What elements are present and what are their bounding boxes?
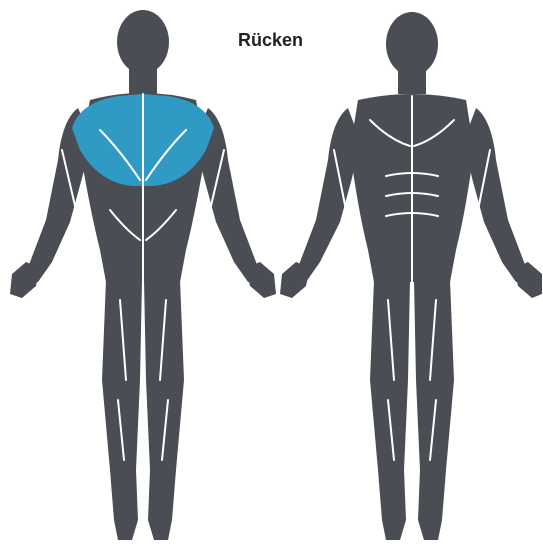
front-right-hand: [514, 262, 542, 298]
front-right-arm: [464, 108, 530, 282]
back-head: [117, 10, 169, 74]
back-neck: [129, 68, 157, 94]
front-neck: [398, 70, 426, 94]
back-left-hand: [10, 262, 40, 298]
front-head: [386, 12, 438, 76]
front-left-arm: [292, 108, 360, 282]
front-left-hand: [280, 262, 310, 298]
back-right-hand: [246, 262, 276, 298]
